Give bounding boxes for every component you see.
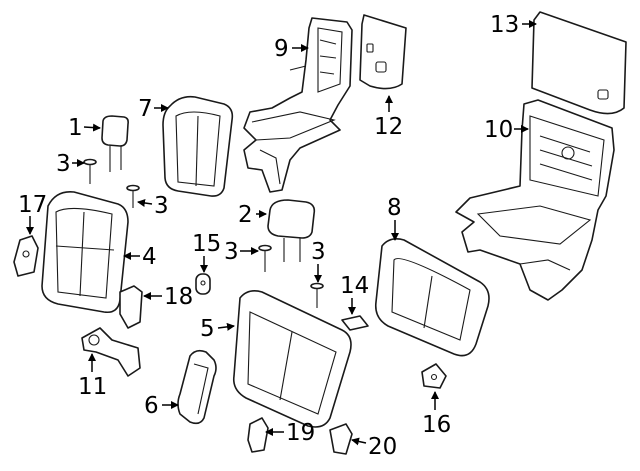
part-12-back-panel: [359, 14, 407, 90]
callout-3b: 3: [154, 193, 169, 219]
part-3-bolt-d: [310, 282, 324, 308]
callout-labels: 1 2 3 3 3 3 4 5 6 7 8 9 10 11 12 13 14 1…: [18, 12, 519, 460]
callout-15: 15: [192, 231, 221, 257]
callout-3c: 3: [224, 239, 239, 265]
arrow-3b: [137, 199, 153, 207]
callout-8: 8: [387, 195, 402, 221]
callout-1: 1: [68, 115, 83, 141]
callout-12: 12: [374, 114, 403, 140]
part-17-side-bracket: [13, 235, 39, 277]
part-5-seat-cushion: [232, 290, 352, 428]
callout-4: 4: [142, 244, 157, 270]
part-3-bolt-a: [83, 158, 97, 184]
callout-14: 14: [340, 273, 369, 299]
leader-arrows: [26, 20, 537, 446]
part-19-bracket: [247, 417, 269, 453]
callout-5: 5: [200, 316, 215, 342]
arrow-5: [217, 322, 235, 331]
part-1-headrest-small: [101, 115, 129, 172]
part-4-seat-back: [41, 190, 129, 314]
arrow-1: [83, 123, 101, 132]
part-20-bracket: [329, 423, 353, 455]
arrow-20: [351, 437, 367, 446]
part-16-bracket: [421, 363, 447, 389]
callout-3d: 3: [311, 239, 326, 265]
callout-17: 17: [18, 192, 47, 218]
part-3-bolt-b: [126, 184, 140, 208]
callout-7: 7: [138, 96, 153, 122]
callout-11: 11: [78, 374, 107, 400]
part-2-headrest: [267, 199, 316, 262]
callout-19: 19: [286, 420, 315, 446]
part-15-clip: [195, 273, 211, 295]
part-14-tray: [341, 315, 369, 331]
callout-16: 16: [422, 412, 451, 438]
callout-20: 20: [368, 434, 397, 460]
part-7-seat-back-upper: [162, 95, 234, 197]
callout-13: 13: [490, 12, 519, 38]
part-3-bolt-c: [258, 244, 272, 272]
callout-2: 2: [238, 202, 253, 228]
callout-18: 18: [164, 284, 193, 310]
part-18-bracket: [119, 285, 143, 329]
callout-10: 10: [484, 117, 513, 143]
callout-3a: 3: [56, 151, 71, 177]
callout-9: 9: [274, 36, 289, 62]
part-6-armrest: [177, 349, 217, 425]
part-9-seat-frame: [243, 17, 353, 193]
callout-6: 6: [144, 393, 159, 419]
part-10-seat-frame-large: [455, 99, 615, 301]
part-13-back-panel-large: [531, 11, 627, 115]
part-8-seat-back-right: [374, 238, 490, 357]
part-11-hinge: [81, 327, 141, 377]
